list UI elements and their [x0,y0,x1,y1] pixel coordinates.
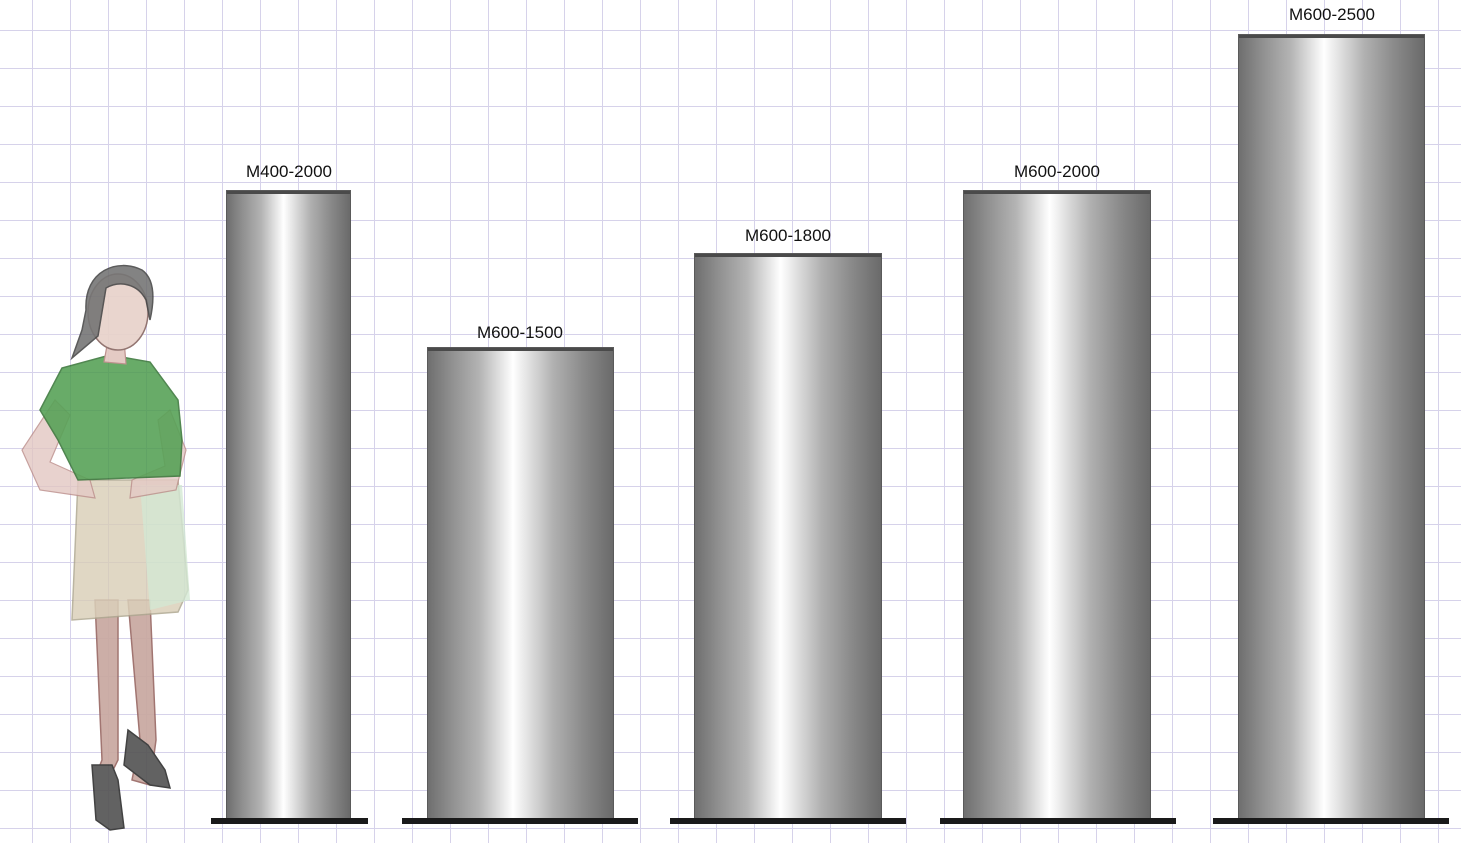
model-label: M600-2000 [1013,162,1100,181]
cylinder-m600-2000 [963,190,1151,822]
model-label: M600-1500 [476,323,563,342]
cylinder-m600-1500 [427,347,614,822]
cylinder-m600-1800 [694,253,882,822]
cylinder-m400-2000 [226,190,351,822]
model-label: M600-1800 [744,226,831,245]
woman-figure-icon [21,264,190,831]
cylinder-base [940,818,1176,824]
model-label: M600-2500 [1288,5,1375,24]
cylinder-base [402,818,638,824]
cylinder-base [1213,818,1449,824]
cylinder-m600-2500 [1238,34,1425,822]
cylinder-base [211,818,368,824]
cylinder-base [670,818,906,824]
model-label: M400-2000 [245,162,332,181]
